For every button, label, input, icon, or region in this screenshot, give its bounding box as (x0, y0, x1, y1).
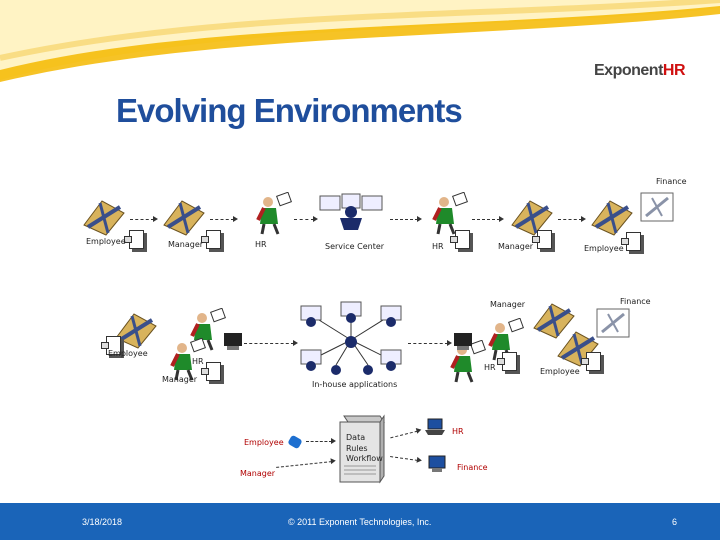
server-label-workflow: Workflow (346, 454, 383, 463)
computer-monitor-icon (224, 333, 242, 350)
label-manager: Manager (168, 240, 204, 249)
document-icon (450, 230, 470, 249)
label-manager: Manager (240, 469, 276, 478)
person-with-document-icon (190, 308, 226, 351)
label-manager: Manager (162, 375, 198, 384)
label-employee: Employee (86, 237, 126, 246)
person-with-document-icon (170, 338, 206, 381)
label-employee: Employee (108, 349, 148, 358)
flow-arrow (390, 456, 418, 461)
plane-globe-icon (163, 200, 205, 236)
service-center-group-icon (319, 193, 383, 230)
header-swoosh (0, 0, 720, 82)
plane-globe-icon (557, 331, 599, 367)
person-with-document-icon (432, 192, 468, 235)
label-finance: Finance (620, 297, 651, 306)
plane-globe-icon (511, 200, 553, 236)
server-label-rules: Rules (346, 444, 368, 453)
flow-arrow (558, 216, 586, 222)
plane-globe-icon (533, 303, 575, 339)
document-icon (497, 352, 517, 371)
flow-arrow (276, 461, 332, 468)
label-service-center: Service Center (325, 242, 385, 251)
plane-globe-icon (591, 200, 633, 236)
document-icon (201, 230, 221, 249)
footer-copyright: © 2011 Exponent Technologies, Inc. (288, 517, 432, 527)
footer-date: 3/18/2018 (82, 517, 123, 527)
flow-arrow (210, 216, 238, 222)
label-hr: HR (452, 427, 464, 436)
person-with-document-icon (256, 192, 292, 235)
footer-page-number: 6 (672, 517, 678, 527)
document-icon (581, 352, 601, 371)
label-employee: Employee (244, 438, 284, 447)
document-icon (532, 230, 552, 249)
flow-arrow (306, 438, 336, 444)
person-with-document-icon (450, 340, 486, 383)
in-house-applications-network-icon (300, 301, 402, 375)
server-icon (339, 414, 385, 484)
document-icon (101, 336, 121, 355)
company-logo: ExponentHR (594, 62, 686, 79)
plane-globe-icon (115, 313, 157, 349)
flow-arrow (294, 216, 318, 222)
flow-arrow (408, 340, 452, 346)
label-hr: HR (255, 240, 267, 249)
label-in-house-applications: In-house applications (312, 380, 398, 389)
computer-monitor-icon (454, 333, 472, 350)
server-label-data: Data (346, 433, 366, 442)
document-icon (201, 362, 221, 381)
mobile-device-icon (288, 435, 302, 449)
label-manager: Manager (498, 242, 534, 251)
flow-arrow (244, 340, 298, 346)
plane-globe-icon (83, 200, 125, 236)
flow-arrow (390, 216, 422, 222)
flow-arrow (472, 216, 504, 222)
footer-bar: 3/18/2018 © 2011 Exponent Technologies, … (0, 503, 720, 540)
label-finance: Finance (656, 177, 687, 186)
document-icon (621, 232, 641, 251)
label-employee: Employee (584, 244, 624, 253)
label-hr: HR (484, 363, 496, 372)
label-hr: HR (432, 242, 444, 251)
flow-arrow (130, 216, 158, 222)
label-employee: Employee (540, 367, 580, 376)
laptop-icon (425, 418, 445, 435)
flow-arrow (390, 430, 418, 439)
finance-plane-icon (596, 308, 630, 338)
document-icon (124, 230, 144, 249)
label-finance: Finance (457, 463, 488, 472)
page-title: Evolving Environments (116, 92, 463, 129)
label-hr: HR (192, 357, 204, 366)
desktop-computer-icon (428, 455, 446, 472)
finance-plane-icon (640, 192, 674, 222)
label-manager: Manager (490, 300, 526, 309)
